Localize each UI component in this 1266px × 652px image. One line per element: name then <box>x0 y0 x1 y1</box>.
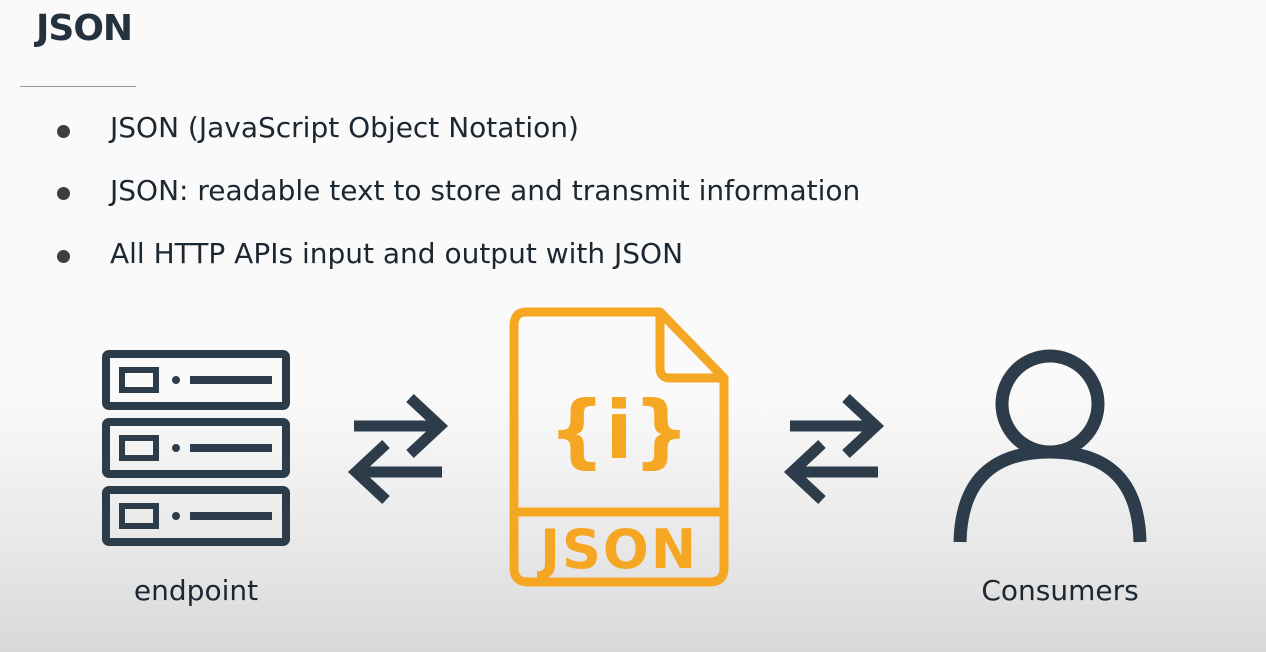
bullet-text: All HTTP APIs input and output with JSON <box>110 237 684 270</box>
user-icon <box>953 349 1147 543</box>
bullet-dot-icon <box>57 125 70 138</box>
consumers-label: Consumers <box>981 574 1139 607</box>
json-symbol: {i} <box>548 384 689 477</box>
exchange-arrows-icon <box>347 393 449 505</box>
title-divider <box>20 86 136 87</box>
exchange-arrows-icon <box>783 393 885 505</box>
json-file-label: JSON <box>536 518 698 581</box>
bullet-text: JSON: readable text to store and transmi… <box>110 174 861 207</box>
bullet-dot-icon <box>57 250 70 263</box>
json-file-icon: {i} JSON <box>509 307 729 587</box>
bullet-dot-icon <box>57 187 70 200</box>
server-stack-icon <box>102 350 290 546</box>
slide-title: JSON <box>36 8 133 49</box>
endpoint-label: endpoint <box>133 574 259 607</box>
bullet-text: JSON (JavaScript Object Notation) <box>110 111 579 144</box>
